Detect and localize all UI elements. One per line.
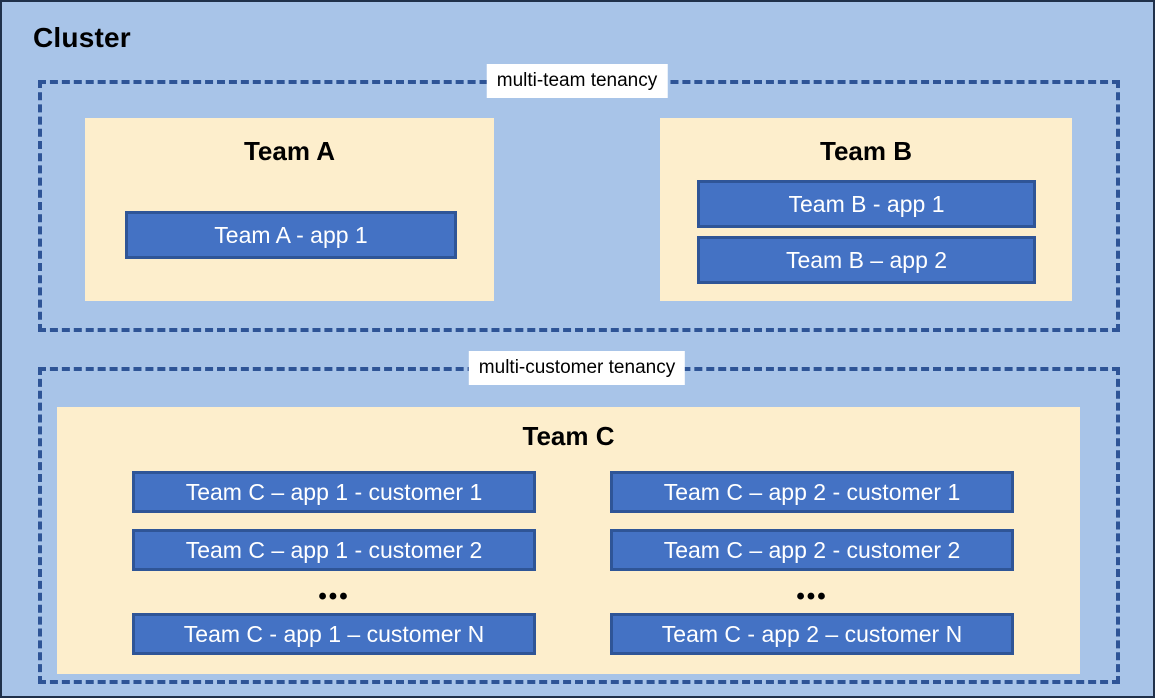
app-box-team-c-app-1-customer-n[interactable]: Team C - app 1 – customer N xyxy=(132,613,536,655)
ellipsis-app-2: ••• xyxy=(796,583,828,610)
cluster-title: Cluster xyxy=(33,22,131,53)
app-box-team-b-app-2[interactable]: Team B – app 2 xyxy=(697,236,1036,284)
team-title-a: Team A xyxy=(243,136,336,166)
app-box-team-c-app-2-customer-n[interactable]: Team C - app 2 – customer N xyxy=(610,613,1014,655)
app-box-team-c-app-1-customer-2[interactable]: Team C – app 1 - customer 2 xyxy=(132,529,536,571)
app-box-team-b-app-1[interactable]: Team B - app 1 xyxy=(697,180,1036,228)
app-box-team-c-app-2-customer-2[interactable]: Team C – app 2 - customer 2 xyxy=(610,529,1014,571)
team-title-b: Team B xyxy=(820,136,912,166)
app-box-team-c-app-1-customer-1[interactable]: Team C – app 1 - customer 1 xyxy=(132,471,536,513)
ellipsis-app-1: ••• xyxy=(318,583,350,610)
team-box-b: Team B Team B - app 1 Team B – app 2 xyxy=(660,118,1072,301)
team-box-c: Team C Team C – app 1 - customer 1 Team … xyxy=(57,407,1080,674)
app-box-team-c-app-2-customer-1[interactable]: Team C – app 2 - customer 1 xyxy=(610,471,1014,513)
app-box-team-a-app-1[interactable]: Team A - app 1 xyxy=(125,211,457,259)
team-title-c: Team C xyxy=(522,421,615,451)
tenancy-label-multi-team: multi-team tenancy xyxy=(486,64,668,98)
team-box-a: Team A Team A - app 1 xyxy=(85,118,494,301)
tenancy-label-multi-customer: multi-customer tenancy xyxy=(468,351,686,385)
